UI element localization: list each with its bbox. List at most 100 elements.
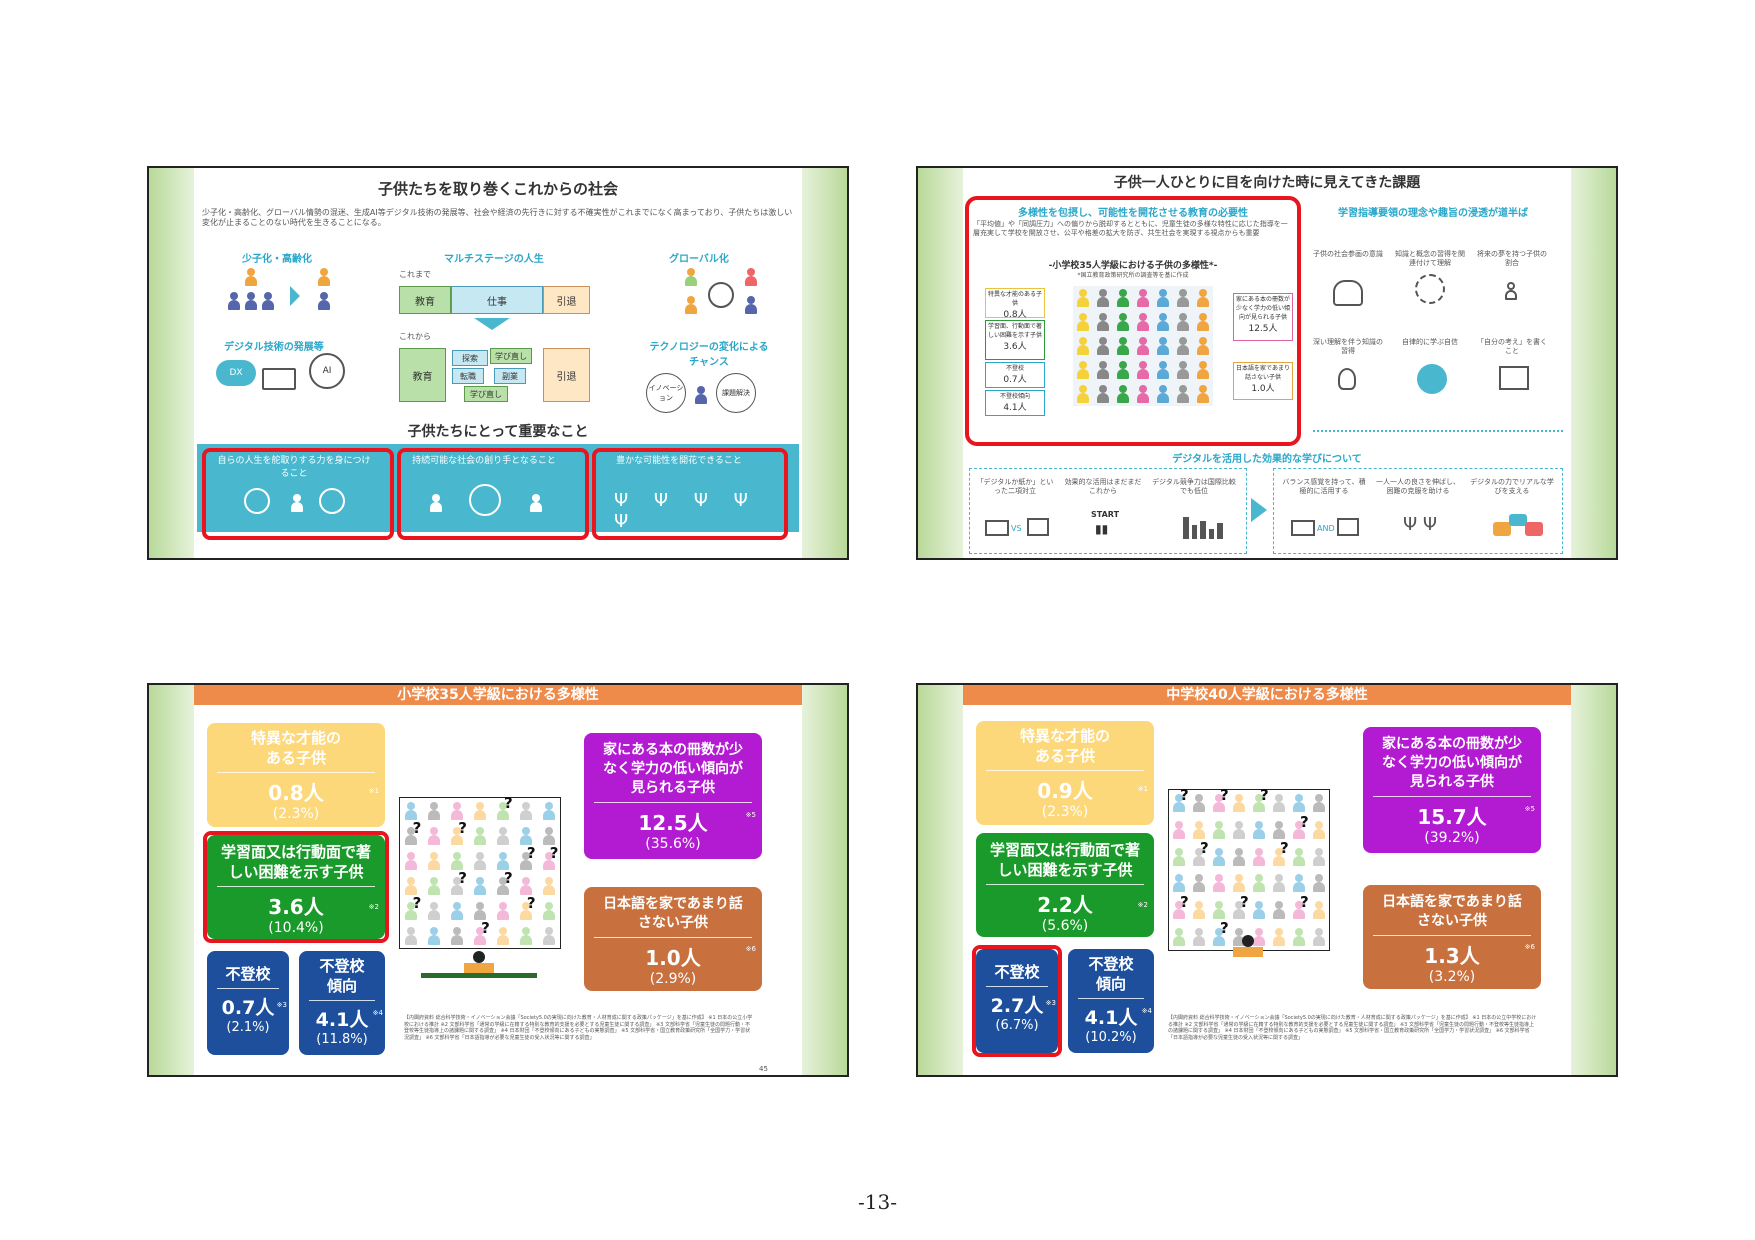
slide-elementary-diversity: 小学校35人学級における多様性 特異な才能のある子供 0.8人 (2.3%) ※…	[147, 683, 849, 1077]
section-aging: 少子化・高齢化	[242, 254, 312, 265]
student-figure	[542, 826, 556, 845]
student-figure	[1232, 874, 1246, 893]
student-figure	[1272, 874, 1286, 893]
teacher-icon	[1233, 935, 1263, 957]
student-figure	[1252, 847, 1266, 866]
student-figure	[1232, 847, 1246, 866]
student-figure	[1116, 313, 1130, 331]
student-figure	[1176, 385, 1190, 403]
slide-gradient-right	[1571, 168, 1616, 558]
card-percent: (11.8%)	[316, 1032, 368, 1047]
card-value: 0.9人	[1037, 779, 1093, 803]
left-label-absent-tend: 不登校傾向 4.1人	[985, 390, 1045, 416]
globe-icon	[684, 268, 764, 318]
student-grid	[1073, 286, 1213, 406]
student-figure	[542, 901, 556, 920]
label-value: 0.8人	[1003, 310, 1027, 320]
section-digital: デジタル技術の発展等	[224, 342, 324, 353]
student-figure	[1192, 821, 1206, 839]
highlight-box	[202, 448, 394, 540]
card-value: 0.8人	[268, 781, 324, 805]
student-figure	[1136, 361, 1150, 379]
substage-4: 副業	[494, 368, 526, 384]
student-figure	[1176, 337, 1190, 355]
student-figure	[496, 801, 510, 820]
slide-body: 子供一人ひとりに目を向けた時に見えてきた課題 多様性を包摂し、可能性を開花させる…	[963, 168, 1571, 558]
card-absent-tendency: 不登校傾向 4.1人 (10.2%) ※4	[1068, 949, 1154, 1053]
card-books: 家にある本の冊数が少なく学力の低い傾向が見られる子供 15.7人 (39.2%)…	[1363, 727, 1541, 853]
slide-gradient-left	[918, 168, 963, 558]
laptop-icon	[985, 520, 1009, 536]
card-percent: (39.2%)	[1424, 829, 1480, 846]
question-mark-icon: ?	[1180, 892, 1189, 911]
question-mark-icon: ?	[481, 919, 490, 937]
student-figure	[1076, 385, 1090, 403]
student-figure	[1232, 901, 1246, 919]
bottom-left-1: 「デジタルか紙か」といった二項対立	[976, 478, 1054, 495]
student-figure	[404, 851, 418, 870]
card-value: 4.1人	[315, 1009, 369, 1031]
card-value: 12.5人	[638, 810, 708, 835]
student-figure	[519, 901, 533, 920]
student-figure	[1096, 313, 1110, 331]
bottom-heading: デジタルを活用した効果的な学びについて	[1172, 454, 1362, 465]
student-figure	[1136, 289, 1150, 307]
substage-5: 学び直し	[464, 386, 508, 402]
student-figure	[404, 826, 418, 845]
start-text: START	[1091, 510, 1120, 519]
important-bar	[197, 444, 799, 532]
bottom-left-3: デジタル競争力は国際比較でも低位	[1152, 478, 1236, 495]
important-3: 豊かな可能性を開花できること	[616, 456, 742, 466]
footnotes: 【内閣府資料 総合科学技術・イノベーション会議「Society5.0の実現に向け…	[1168, 1015, 1537, 1041]
student-figure	[1292, 927, 1306, 946]
student-figure	[496, 876, 510, 895]
student-figure	[1156, 313, 1170, 331]
student-figure	[1172, 874, 1186, 893]
student-figure	[1192, 847, 1206, 866]
substage-2: 学び直し	[490, 348, 532, 364]
label-value: 4.1人	[1003, 403, 1027, 413]
card-percent: (10.2%)	[1085, 1030, 1137, 1045]
hands-icon	[1333, 280, 1363, 306]
student-figure	[1096, 337, 1110, 355]
network-icon	[1415, 274, 1445, 304]
student-figure	[1272, 901, 1286, 919]
student-figure	[1312, 821, 1326, 839]
card-title: 家にある本の冊数が少なく学力の低い傾向が見られる子供	[1382, 736, 1522, 790]
student-figure	[1196, 313, 1210, 331]
student-figure	[427, 826, 441, 845]
student-figure	[450, 901, 464, 920]
student-figure	[1292, 821, 1306, 839]
label-text: 日本語を家であまり話さない子供	[1236, 365, 1290, 381]
lightbulb-icon	[1338, 368, 1356, 390]
stage-work: 仕事	[451, 286, 543, 314]
student-figure	[496, 901, 510, 920]
card-value: 15.7人	[1417, 804, 1487, 829]
compass-icon	[319, 488, 345, 514]
student-figure	[1156, 337, 1170, 355]
card-title: 特異な才能のある子供	[1019, 727, 1110, 765]
highlight-box	[592, 448, 788, 540]
bottom-left-2: 効果的な活用はまだまだこれから	[1064, 478, 1142, 495]
student-figure	[1212, 794, 1226, 813]
student-figure	[1156, 385, 1170, 403]
vs-text: VS	[1011, 524, 1022, 533]
student-figure	[1116, 337, 1130, 355]
card-title: 不登校傾向	[1088, 955, 1134, 993]
reading-person-icon	[1417, 364, 1447, 394]
student-figure	[1292, 847, 1306, 866]
arrow-down-icon	[474, 318, 510, 330]
teacher-desk	[421, 973, 537, 978]
slide-challenges: 子供一人ひとりに目を向けた時に見えてきた課題 多様性を包摂し、可能性を開花させる…	[916, 166, 1618, 560]
slide-future-society: 子供たちを取り巻くこれからの社会 少子化・高齢化、グローバル情勢の混迷、生成AI…	[147, 166, 849, 560]
student-figure	[1272, 794, 1286, 813]
question-mark-icon: ?	[1180, 786, 1189, 804]
arrow-right-icon	[1251, 498, 1267, 522]
slide-gradient-left	[149, 685, 194, 1075]
section-tech: テクノロジーの変化によるチャンス	[649, 342, 769, 368]
question-mark-icon: ?	[412, 894, 422, 912]
bar-chart-icon	[1183, 513, 1223, 539]
student-figure	[1252, 874, 1266, 893]
card-note: ※3	[1045, 999, 1056, 1007]
slide-gradient-right	[802, 685, 847, 1075]
